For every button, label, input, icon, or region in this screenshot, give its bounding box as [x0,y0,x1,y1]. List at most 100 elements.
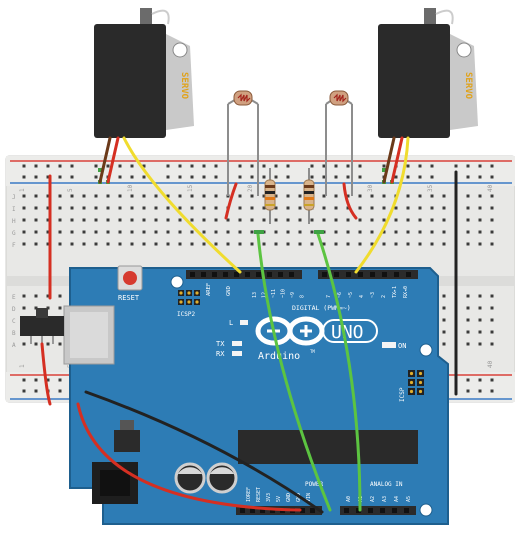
rail-hole [430,175,434,179]
terminal-hole [58,342,62,346]
rail-hole [322,164,326,168]
slide-switch[interactable] [20,308,64,344]
pin-socket [406,272,411,277]
photoresistor-left [227,90,259,196]
rail-hole [250,175,254,179]
rail-hole [478,389,482,393]
rail-hole [334,175,338,179]
column-number: 1 [19,188,26,192]
terminal-hole [310,242,314,246]
terminal-hole [154,230,158,234]
slide-switch-knob[interactable] [36,308,48,318]
terminal-hole [346,194,350,198]
terminal-hole [202,206,206,210]
terminal-hole [358,230,362,234]
terminal-hole [322,218,326,222]
terminal-hole [82,218,86,222]
rail-hole [202,164,206,168]
rail-hole [322,175,326,179]
hole-green [98,168,102,172]
slide-switch-body[interactable] [20,316,64,336]
rail-hole [118,175,122,179]
terminal-hole [466,318,470,322]
reset-button-cap[interactable] [123,271,137,285]
terminal-hole [214,230,218,234]
terminal-hole [154,206,158,210]
rail-hole [334,164,338,168]
digital-header-right [318,270,418,279]
terminal-hole [142,194,146,198]
terminal-hole [382,218,386,222]
terminal-hole [466,206,470,210]
terminal-hole [202,242,206,246]
analog-pin-label: A2 [370,496,376,502]
terminal-hole [46,230,50,234]
pin-socket [212,272,217,277]
rail-hole [142,175,146,179]
gnd-label: GND [226,286,232,296]
terminal-hole [442,194,446,198]
voltage-regulator [114,430,140,452]
terminal-hole [250,218,254,222]
power-pin-label: 5V [276,496,282,502]
rail-hole [22,378,26,382]
analog-pin-label: A3 [382,496,388,502]
terminal-hole [358,218,362,222]
terminal-hole [70,242,74,246]
terminal-hole [130,242,134,246]
terminal-hole [442,294,446,298]
terminal-hole [286,206,290,210]
terminal-hole [478,206,482,210]
resistor-right [303,168,315,224]
rail-hole [478,175,482,179]
terminal-hole [22,306,26,310]
row-letter: H [12,218,16,225]
terminal-hole [142,230,146,234]
terminal-hole [358,242,362,246]
terminal-hole [214,218,218,222]
rail-hole [70,164,74,168]
wire-servo-right-brown [382,136,396,184]
rail-hole [70,175,74,179]
terminal-hole [130,230,134,234]
rail-hole [310,164,314,168]
digital-pin-label: ~6 [337,292,343,298]
terminal-hole [442,242,446,246]
terminal-hole [442,318,446,322]
terminal-hole [70,194,74,198]
terminal-hole [178,206,182,210]
terminal-hole [178,218,182,222]
power-pin-label: 3V3 [266,493,272,502]
power-pin-label: GND [286,493,292,502]
terminal-hole [298,230,302,234]
terminal-hole [394,242,398,246]
digital-pin-label: 4 [359,295,365,298]
terminal-hole [178,230,182,234]
analog-label: ANALOG IN [370,481,403,488]
rail-hole [406,175,410,179]
terminal-hole [490,294,494,298]
terminal-hole [46,218,50,222]
terminal-hole [370,194,374,198]
pin-socket [322,272,327,277]
terminal-hole [154,242,158,246]
terminal-hole [58,230,62,234]
terminal-hole [478,318,482,322]
rail-hole [46,175,50,179]
pin-socket [190,272,195,277]
terminal-hole [82,194,86,198]
terminal-hole [226,230,230,234]
rail-hole [202,175,206,179]
terminal-hole [46,342,50,346]
rail-hole [346,164,350,168]
terminal-hole [334,218,338,222]
power-label: POWER [305,481,323,488]
pin-socket [394,272,399,277]
terminal-hole [466,218,470,222]
terminal-hole [262,194,266,198]
terminal-hole [418,230,422,234]
terminal-hole [202,230,206,234]
terminal-hole [70,218,74,222]
